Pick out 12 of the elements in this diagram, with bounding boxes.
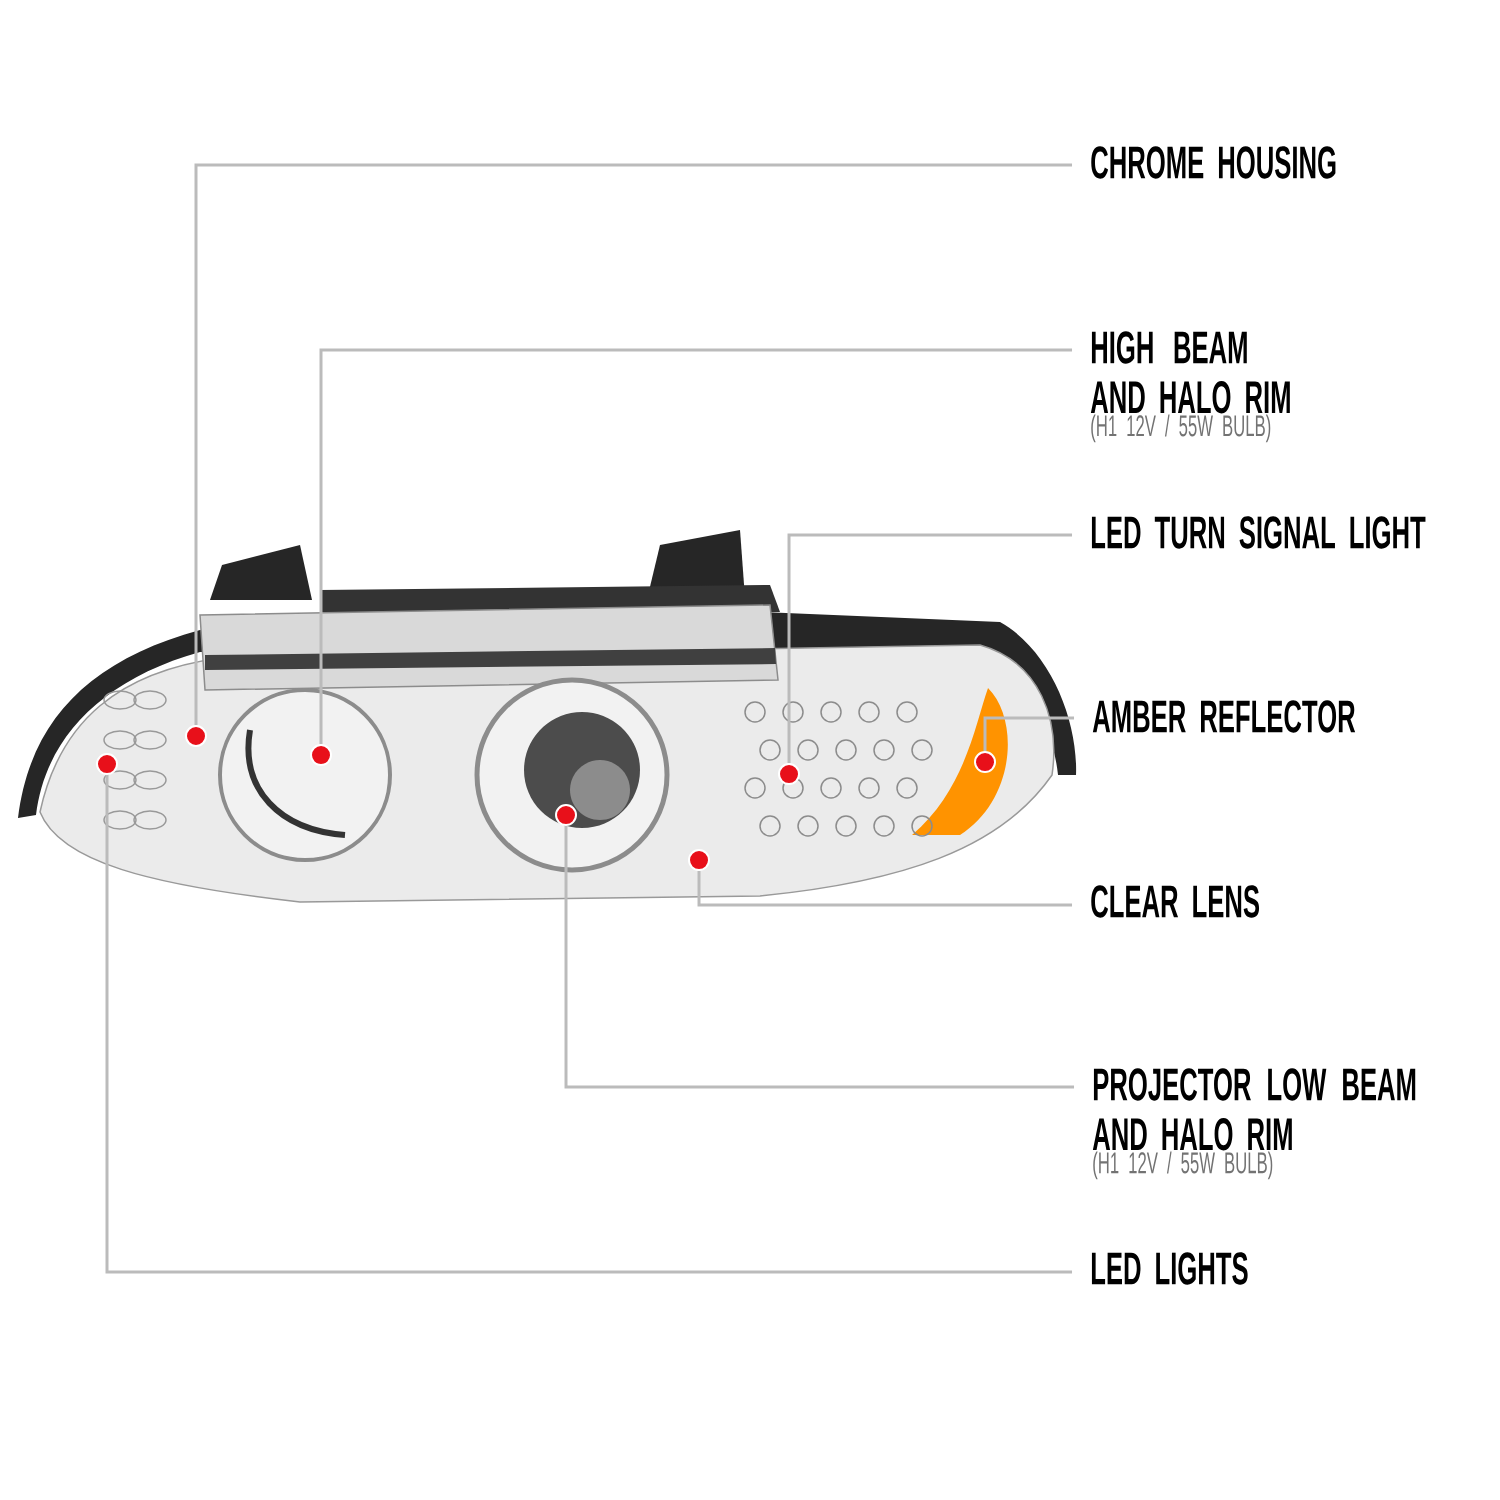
part-label: LED TURN SIGNAL LIGHT: [1091, 516, 1426, 549]
part-label: CLEAR LENS: [1091, 885, 1260, 918]
leader-line: [105, 775, 1072, 1274]
leader-line: [194, 163, 1072, 725]
part-label: PROJECTOR LOW BEAM AND HALO RIM (H1 12V / 55W BULB): [1092, 1068, 1416, 1180]
leader-line: [697, 871, 1072, 907]
part-label: AMBER REFLECTOR: [1092, 700, 1356, 733]
leader-line: [564, 826, 1074, 1089]
part-label: CHROME HOUSING: [1091, 146, 1336, 179]
leader-line: [319, 348, 1072, 744]
part-label: LED LIGHTS: [1091, 1252, 1248, 1285]
part-label: HIGH BEAM AND HALO RIM (H1 12V / 55W BULB): [1090, 331, 1290, 443]
